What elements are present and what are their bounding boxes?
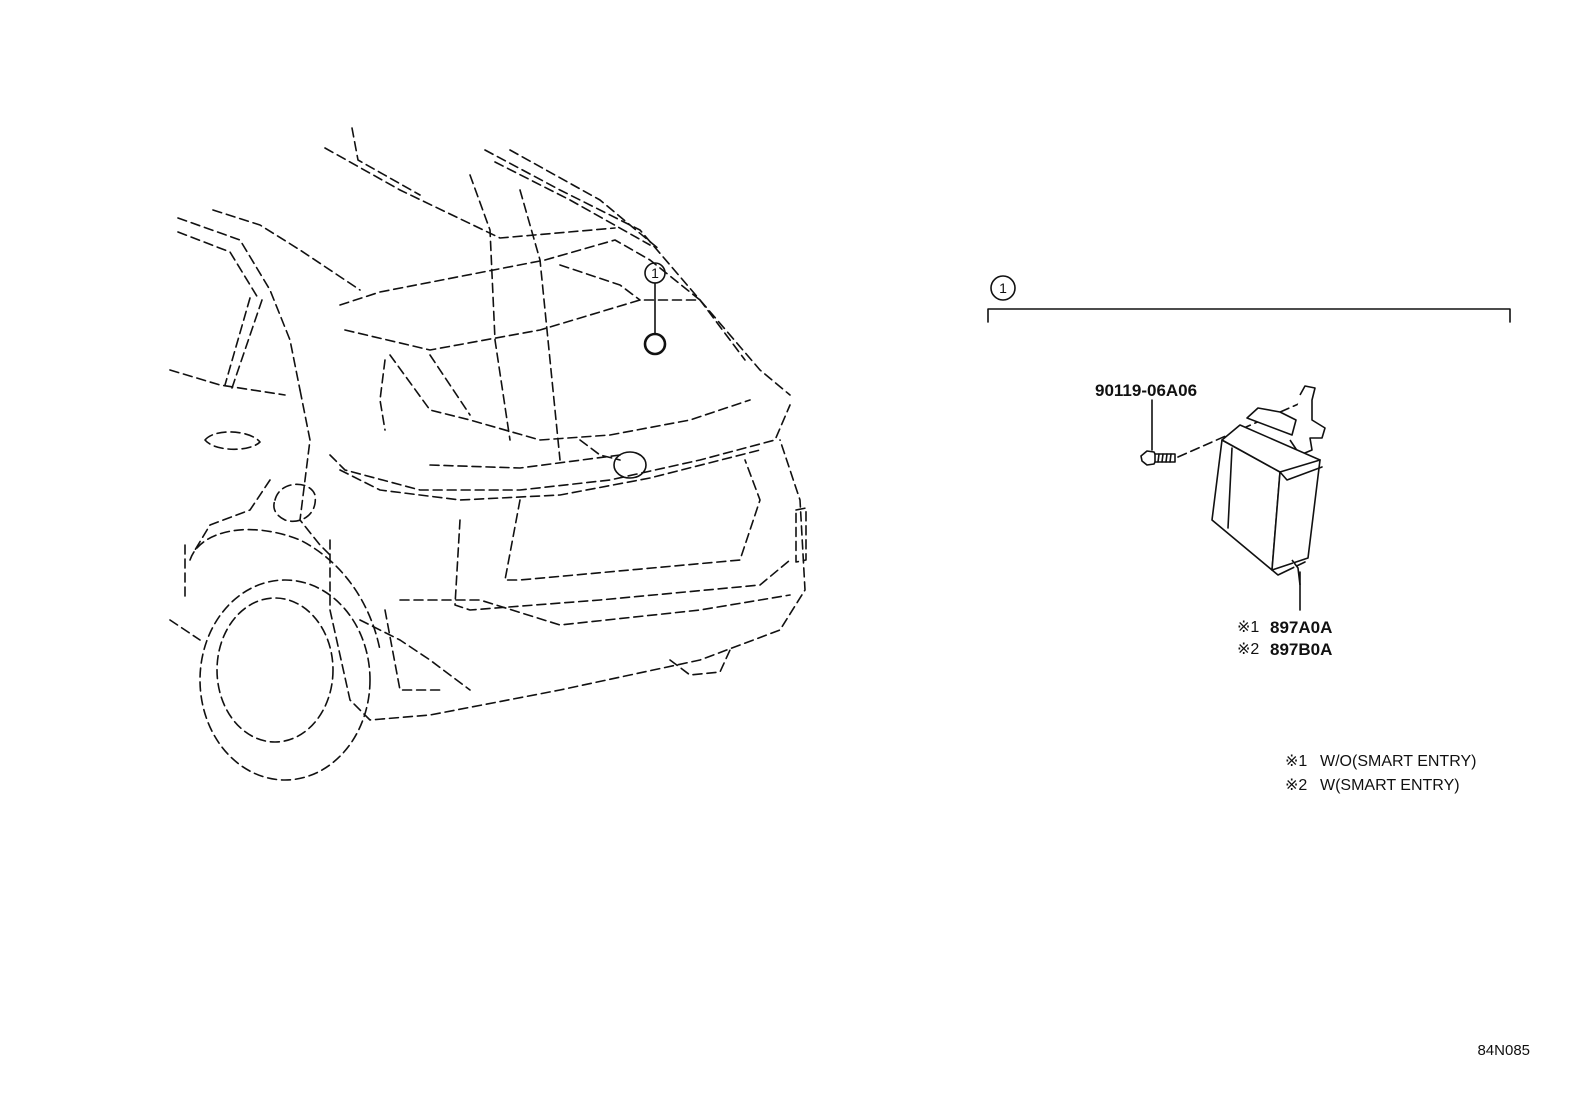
part-location-marker [643,332,667,356]
assembly-group-1: 1 [987,275,1511,323]
group-bracket [987,308,1511,323]
vehicle-outline-illustration [169,127,807,781]
door-control-receiver-icon [1211,385,1326,586]
vehicle-callout-1: 1 [643,262,667,356]
receiver-variant-2: ※2 897B0A [1237,640,1332,659]
note-marker: ※1 [1285,753,1307,770]
variant-part-number: 897B0A [1270,640,1332,659]
note-2: ※2 W(SMART ENTRY) [1285,777,1460,794]
bolt-icon [1140,450,1176,466]
diagram-code: 84N085 [1477,1042,1530,1059]
variant-notes: ※1 W/O(SMART ENTRY) ※2 W(SMART ENTRY) [1285,753,1476,794]
group-callout-label: 1 [999,280,1007,296]
note-text: W(SMART ENTRY) [1320,777,1460,794]
variant-marker: ※1 [1237,619,1259,636]
note-marker: ※2 [1285,777,1307,794]
note-1: ※1 W/O(SMART ENTRY) [1285,753,1476,770]
group-callout-circle [990,275,1016,301]
note-text: W/O(SMART ENTRY) [1320,753,1476,770]
variant-part-number: 897A0A [1270,618,1332,637]
callout-label: 1 [651,265,659,281]
bolt-part-number: 90119-06A06 [1095,381,1197,400]
receiver-variant-1: ※1 897A0A [1237,618,1332,637]
variant-marker: ※2 [1237,641,1259,658]
